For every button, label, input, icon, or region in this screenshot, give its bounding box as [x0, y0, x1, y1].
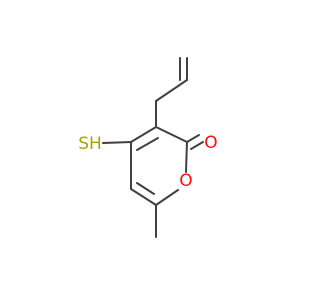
ring-oxygen-label: O — [179, 171, 192, 191]
structure-canvas: SH O O — [78, 57, 218, 238]
carbonyl-oxygen-label: O — [204, 133, 217, 153]
bond-c2-carbonyl-o — [186, 134, 200, 143]
bond-ch2-ch — [155, 79, 188, 102]
bond-c2-carbonyl-o-inner — [190, 141, 204, 150]
molecule-diagram: SH O O — [78, 57, 218, 238]
bond-c4-s — [102, 141, 132, 144]
bond-c3-c2 — [155, 126, 188, 143]
bond-c6-c5 — [130, 188, 157, 206]
bond-c4-c3-inner — [136, 137, 159, 151]
sulfur-label: SH — [78, 134, 102, 154]
bond-c2-ring-o — [185, 141, 188, 173]
bond-ring-o-c6 — [155, 189, 179, 206]
bond-c6-c5-inner — [136, 182, 155, 195]
bond-c4-c3 — [130, 126, 157, 143]
